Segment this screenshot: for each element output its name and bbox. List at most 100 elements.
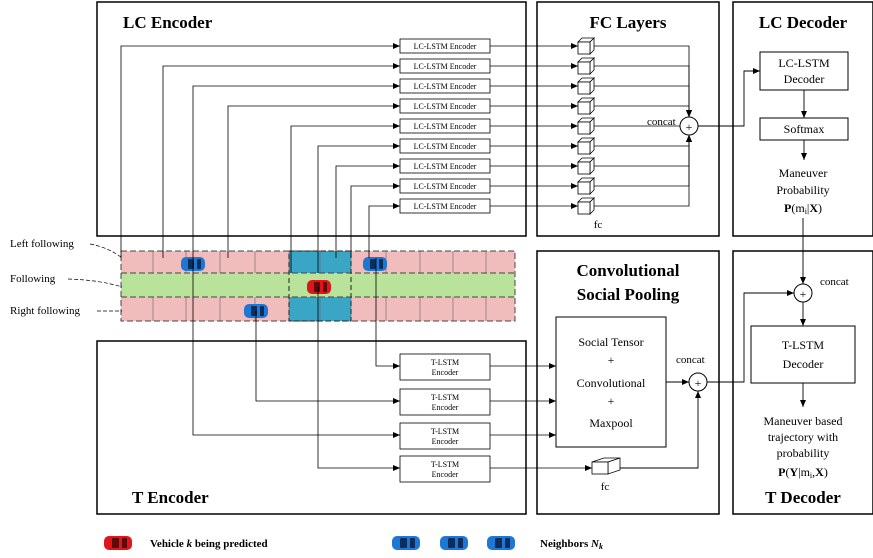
- csp-title-line2: Social Pooling: [577, 285, 680, 304]
- legend-neighbors-label: Neighbors Nk: [540, 538, 603, 551]
- t-lstm-encoder-label-line1: T-LSTM: [431, 358, 459, 367]
- fc-box: [577, 77, 595, 95]
- softmax-label: Softmax: [784, 122, 825, 136]
- t-lstm-encoder-label-line2: Encoder: [432, 470, 459, 479]
- t-lstm-encoder-label-line1: T-LSTM: [431, 460, 459, 469]
- fc-to-concat-line: [594, 65, 692, 117]
- fc-to-concat-line: [594, 135, 692, 167]
- lc-encoder-title: LC Encoder: [123, 13, 213, 32]
- t-input-line: [375, 258, 400, 369]
- fc-layers-frame: [536, 1, 720, 237]
- t-output-formula: P(Y|mi,X): [778, 465, 828, 480]
- lane-label-center: Following: [10, 273, 56, 285]
- lane-label-right: Right following: [10, 305, 80, 317]
- concat-plus-csp: +: [695, 376, 702, 390]
- fc-box: [577, 97, 595, 115]
- t-output-line2: trajectory with: [768, 430, 838, 444]
- lc-input-line: [192, 83, 400, 258]
- lc-input-line: [162, 63, 400, 258]
- concat-plus-tdecoder: +: [800, 287, 807, 301]
- fc-box: [577, 177, 595, 195]
- lc-lstm-decoder-line2: Decoder: [784, 72, 825, 86]
- maneuver-prob-line2: Probability: [776, 183, 829, 197]
- t-lstm-encoder-box: [399, 455, 491, 483]
- lc-encoder-frame: [96, 1, 527, 237]
- arrow-csp-concat-to-tdecoder: [707, 290, 794, 383]
- concat-plus-lc: +: [686, 120, 693, 134]
- fc-box: [577, 57, 595, 75]
- t-input-line: [255, 311, 400, 404]
- lc-decoder-title: LC Decoder: [759, 13, 848, 32]
- concat-label-csp: concat: [676, 354, 705, 366]
- t-lstm-decoder-line2: Decoder: [783, 357, 824, 371]
- t-lstm-encoder-label-line1: T-LSTM: [431, 427, 459, 436]
- t-input-line: [192, 258, 400, 438]
- fc-to-concat-line: [594, 135, 692, 207]
- t-encoder-title: T Encoder: [132, 488, 209, 507]
- fc-to-concat-line: [594, 135, 692, 187]
- lc-input-line: [350, 183, 400, 258]
- csp-box-line5: Maxpool: [589, 416, 633, 430]
- arrow-concat-to-lcdecoder: [698, 68, 760, 127]
- t-lstm-encoder-label-line1: T-LSTM: [431, 393, 459, 402]
- fc-label-top: fc: [594, 219, 603, 231]
- t-lstm-encoder-label-line2: Encoder: [432, 403, 459, 412]
- fc-bottom-box: [591, 457, 621, 475]
- lc-input-line: [368, 203, 400, 258]
- concat-label-tdecoder: concat: [820, 276, 849, 288]
- t-lstm-encoder-label-line2: Encoder: [432, 437, 459, 446]
- legend-neighbor-vehicle-icon: [487, 536, 515, 550]
- lc-input-line: [120, 43, 400, 258]
- lc-lstm-encoder-label: LC-LSTM Encoder: [414, 62, 477, 71]
- t-lstm-encoder-label-line2: Encoder: [432, 368, 459, 377]
- lc-lstm-encoder-label: LC-LSTM Encoder: [414, 82, 477, 91]
- neighbor-vehicle-icon: [363, 257, 387, 271]
- legend-neighbor-vehicle-icon: [440, 536, 468, 550]
- lc-input-line: [335, 163, 400, 258]
- t-lstm-encoder-box: [399, 422, 491, 450]
- lane-leader-left: [89, 243, 123, 259]
- fc-box: [577, 117, 595, 135]
- lc-lstm-encoder-label: LC-LSTM Encoder: [414, 122, 477, 131]
- fc-box: [577, 37, 595, 55]
- csp-title-line1: Convolutional: [577, 261, 680, 280]
- csp-box: [555, 316, 667, 448]
- t-lstm-encoder-box: [399, 388, 491, 416]
- csp-box-line3: Convolutional: [577, 376, 646, 390]
- lane-leader-center: [67, 278, 123, 288]
- lc-lstm-encoder-label: LC-LSTM Encoder: [414, 42, 477, 51]
- concat-label-lc: concat: [647, 116, 676, 128]
- t-input-line: [317, 287, 400, 471]
- fc-to-concat-line: [594, 135, 692, 147]
- t-lstm-encoder-box: [399, 353, 491, 381]
- target-column-outline: [288, 250, 352, 322]
- lc-lstm-encoder-label: LC-LSTM Encoder: [414, 142, 477, 151]
- arrow-fc-bottom-to-concat: [620, 391, 701, 469]
- target-vehicle-icon: [307, 280, 331, 294]
- lc-input-line: [227, 103, 400, 258]
- lc-lstm-encoder-label: LC-LSTM Encoder: [414, 102, 477, 111]
- t-lstm-decoder-box: [750, 325, 856, 384]
- legend-target-label: Vehicle k being predicted: [150, 538, 268, 550]
- lc-input-line: [290, 123, 400, 273]
- fc-label-bottom: fc: [601, 481, 610, 493]
- maneuver-prob-formula: P(mi|X): [784, 201, 822, 216]
- csp-box-line2: +: [608, 353, 615, 367]
- t-decoder-title: T Decoder: [765, 488, 841, 507]
- lc-lstm-encoder-label: LC-LSTM Encoder: [414, 162, 477, 171]
- lc-lstm-encoder-label: LC-LSTM Encoder: [414, 182, 477, 191]
- t-output-line1: Maneuver based: [764, 414, 843, 428]
- fc-box: [577, 157, 595, 175]
- maneuver-prob-line1: Maneuver: [779, 166, 828, 180]
- fc-to-concat-line: [594, 85, 692, 117]
- t-encoder-frame: [96, 340, 527, 515]
- csp-frame: [536, 250, 720, 515]
- fc-layers-title: FC Layers: [590, 13, 667, 32]
- t-output-line3: probability: [777, 446, 830, 460]
- lc-lstm-decoder-line1: LC-LSTM: [778, 56, 830, 70]
- t-lstm-decoder-line1: T-LSTM: [782, 338, 825, 352]
- legend-target-vehicle-icon: [104, 536, 132, 550]
- fc-to-concat-line: [594, 105, 692, 117]
- lc-input-line: [317, 143, 400, 273]
